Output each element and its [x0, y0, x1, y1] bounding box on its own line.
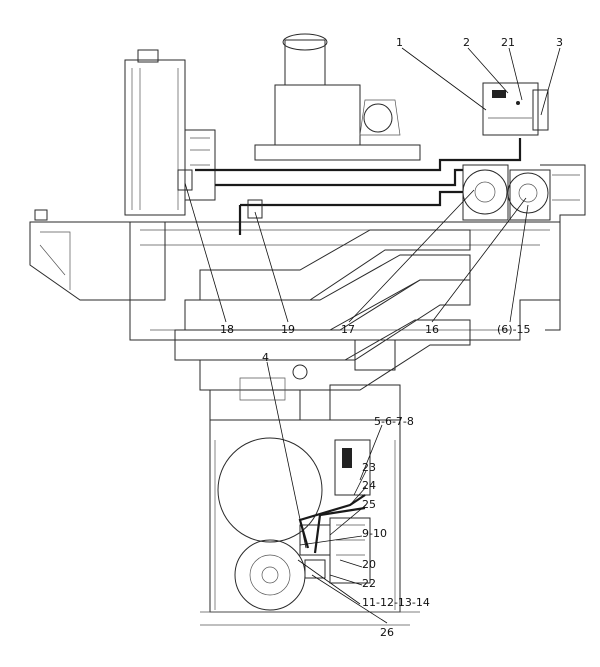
- blower-disks: [462, 164, 551, 221]
- callout-24: 24: [362, 479, 376, 492]
- callout-labels: 1 2 21 3 18 19 17 16 (6)-15 4 5-6-7-8 23…: [220, 36, 563, 639]
- callout-19: 19: [281, 323, 295, 336]
- callout-3: 3: [556, 36, 563, 49]
- heater-unit: [482, 82, 549, 136]
- callout-26: 26: [380, 626, 394, 639]
- callout-16: 16: [425, 323, 439, 336]
- callout-5-6-7-8: 5-6-7-8: [374, 415, 414, 428]
- callout-9-10: 9-10: [362, 527, 387, 540]
- callout-20: 20: [362, 558, 376, 571]
- lower-housing: [200, 419, 420, 626]
- callout-2: 2: [463, 36, 470, 49]
- callout-11-12-13-14: 11-12-13-14: [362, 596, 430, 609]
- callout-25: 25: [362, 498, 376, 511]
- callout-17: 17: [341, 323, 355, 336]
- callout-22: 22: [362, 577, 376, 590]
- step-structure: [174, 229, 471, 421]
- callout-6-15: (6)-15: [497, 323, 531, 336]
- callout-23: 23: [362, 461, 376, 474]
- callout-4: 4: [262, 351, 269, 364]
- machine-frame: [29, 33, 586, 341]
- leader-lines: [184, 47, 561, 624]
- callout-21: 21: [501, 36, 515, 49]
- callout-18: 18: [220, 323, 234, 336]
- hose-routing: [177, 138, 522, 554]
- callout-1: 1: [396, 36, 403, 49]
